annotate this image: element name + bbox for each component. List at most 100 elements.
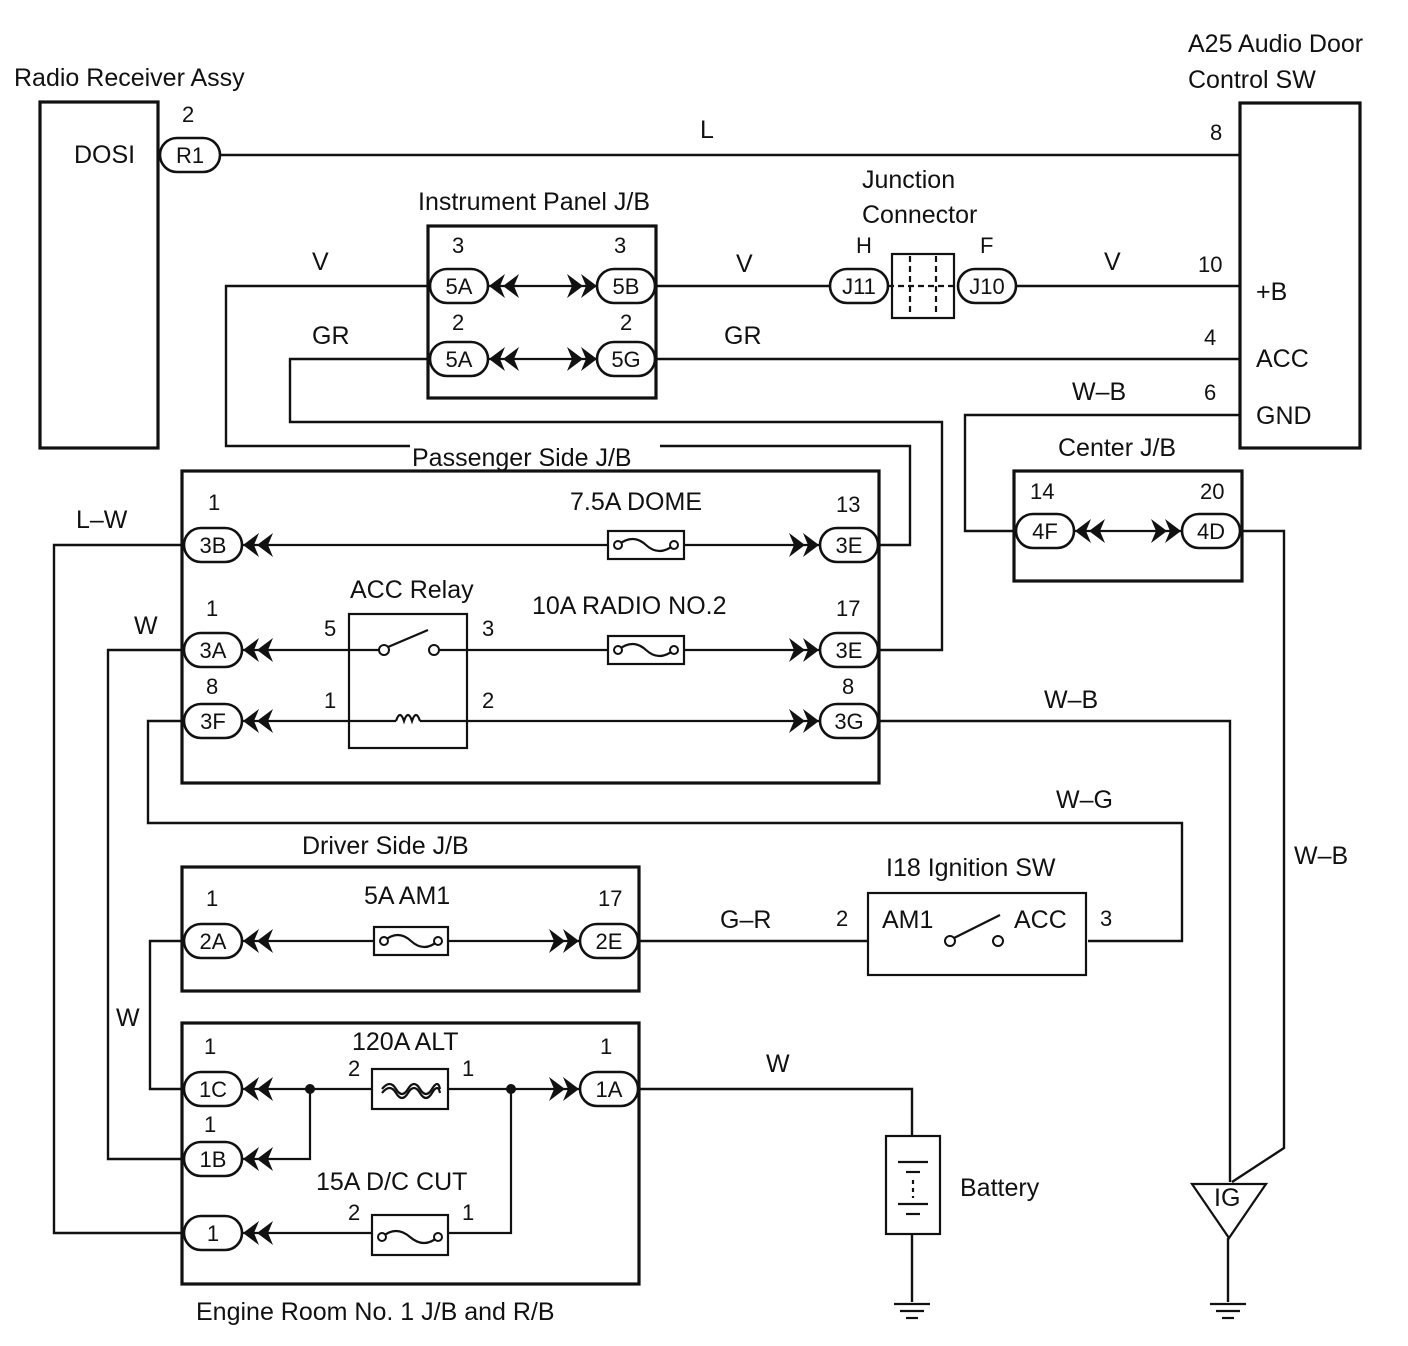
ip-pin-1: 3 <box>452 233 464 258</box>
ip-pin-2: 3 <box>614 233 626 258</box>
connector-3g: 3G <box>834 709 863 734</box>
connector-3e-mid: 3E <box>836 638 863 663</box>
connector-3f: 3F <box>200 709 226 734</box>
audio-term-gnd: GND <box>1256 402 1312 430</box>
connector-5g: 5G <box>611 347 640 372</box>
wire-wb-gnd <box>963 413 1240 533</box>
center-pin-14: 14 <box>1030 479 1054 504</box>
center-jb: Center J/B 14 4F 20 4D <box>1012 434 1244 583</box>
connector-4f: 4F <box>1032 519 1058 544</box>
ignition-term-acc: ACC <box>1014 906 1067 934</box>
wire-label-wb-top: W–B <box>1072 378 1126 406</box>
wire-labels: L V V V GR GR W–B W–B W–B L–W W W W W–G … <box>76 116 1348 1078</box>
pin-1a: 1 <box>600 1034 612 1059</box>
jc-pin-f: F <box>980 233 993 258</box>
audio-term-b: +B <box>1256 278 1287 306</box>
alt-pin-2: 2 <box>348 1056 360 1081</box>
connector-1b: 1B <box>200 1147 227 1172</box>
relay-pin-5: 5 <box>324 616 336 641</box>
wire-w-3a <box>106 648 184 1161</box>
passenger-side-jb: Passenger Side J/B 7.5A DOME 1 3B 13 3E … <box>180 444 881 785</box>
relay-pin-2: 2 <box>482 688 494 713</box>
audio-pin-6: 6 <box>1204 380 1216 405</box>
audio-pin-4: 4 <box>1204 325 1216 350</box>
ignition-switch: I18 Ignition SW AM1 ACC 2 3 <box>836 854 1112 977</box>
acc-relay-label: ACC Relay <box>350 576 474 604</box>
wire-wb-ig <box>1231 529 1286 1184</box>
audio-pin-10: 10 <box>1198 252 1222 277</box>
radio-receiver: Radio Receiver Assy DOSI 2 R1 <box>14 64 245 450</box>
radio-pin: 2 <box>182 102 194 127</box>
dc-pin-2: 2 <box>348 1200 360 1225</box>
pin-3e-top: 13 <box>836 492 860 517</box>
junction-connector: Junction Connector H F J11 J10 <box>828 166 1018 320</box>
ip-pin-3: 2 <box>452 310 464 335</box>
pin-1c: 1 <box>204 1034 216 1059</box>
wire-w-2a <box>148 939 184 1091</box>
audio-title-2: Control SW <box>1188 66 1316 94</box>
pin-3a: 1 <box>206 596 218 621</box>
fuse-alt-label: 120A ALT <box>352 1028 459 1056</box>
jc-title-1: Junction <box>862 166 955 194</box>
ignition-term-am1: AM1 <box>882 906 933 934</box>
ignition-pin-3: 3 <box>1100 906 1112 931</box>
wire-label-v-right: V <box>1104 248 1121 276</box>
dc-pin-1: 1 <box>462 1200 474 1225</box>
connector-3a: 3A <box>200 638 227 663</box>
wire-label-v-mid: V <box>736 250 753 278</box>
pin-3g: 8 <box>842 674 854 699</box>
radio-title: Radio Receiver Assy <box>14 64 245 92</box>
wire-label-w-batt: W <box>766 1050 790 1078</box>
engine-jb-title: Engine Room No. 1 J/B and R/B <box>196 1298 555 1326</box>
wire-w-batt <box>640 1087 914 1136</box>
ig-ground-icon <box>1210 1302 1246 1320</box>
wire-label-gr-ign: G–R <box>720 906 771 934</box>
pin-2a: 1 <box>206 886 218 911</box>
connector-j11: J11 <box>842 274 876 299</box>
wire-label-w-side: W <box>116 1004 140 1032</box>
fuse-dome-label: 7.5A DOME <box>570 488 702 516</box>
battery-label: Battery <box>960 1174 1040 1202</box>
pin-2e: 17 <box>598 886 622 911</box>
center-pin-20: 20 <box>1200 479 1224 504</box>
jc-pin-h: H <box>856 233 872 258</box>
wire-label-v-left: V <box>312 248 329 276</box>
wire-wg <box>146 719 1184 943</box>
fuse-am1-label: 5A AM1 <box>364 882 450 910</box>
jc-title-2: Connector <box>862 201 977 229</box>
driver-jb-title: Driver Side J/B <box>302 832 469 860</box>
wire-wb-3g <box>878 719 1232 1182</box>
connector-4d: 4D <box>1197 519 1225 544</box>
ignition-pin-2: 2 <box>836 906 848 931</box>
ig-source: IG <box>1189 1182 1269 1320</box>
connector-2a: 2A <box>200 929 227 954</box>
ip-jb-title: Instrument Panel J/B <box>418 188 650 216</box>
pin-1b: 1 <box>204 1112 216 1137</box>
connector-5a-top: 5A <box>446 274 473 299</box>
ip-pin-4: 2 <box>620 310 632 335</box>
connector-2e: 2E <box>596 929 623 954</box>
wires <box>52 153 1286 1302</box>
audio-pin-8: 8 <box>1210 120 1222 145</box>
ig-label: IG <box>1214 1184 1240 1212</box>
wire-lw <box>52 543 184 1235</box>
passenger-jb-title: Passenger Side J/B <box>412 444 632 472</box>
relay-pin-1: 1 <box>324 688 336 713</box>
connector-1: 1 <box>207 1221 219 1246</box>
instrument-panel-jb: Instrument Panel J/B 3 5A 3 5B 2 5A 2 5G <box>418 188 658 400</box>
connector-3e-top: 3E <box>836 533 863 558</box>
radio-term-dosi: DOSI <box>74 141 135 169</box>
battery-ground-icon <box>894 1302 930 1320</box>
connector-1c: 1C <box>199 1077 227 1102</box>
wire-label-l: L <box>700 116 714 144</box>
center-jb-title: Center J/B <box>1058 434 1176 462</box>
wire-gr-left <box>288 357 944 652</box>
connector-j10: J10 <box>969 274 1004 299</box>
connector-5b: 5B <box>613 274 640 299</box>
alt-pin-1: 1 <box>462 1056 474 1081</box>
wire-label-gr-left: GR <box>312 322 350 350</box>
connector-1a: 1A <box>596 1077 623 1102</box>
wire-label-w-3a: W <box>134 612 158 640</box>
wire-label-wb-right: W–B <box>1294 842 1348 870</box>
